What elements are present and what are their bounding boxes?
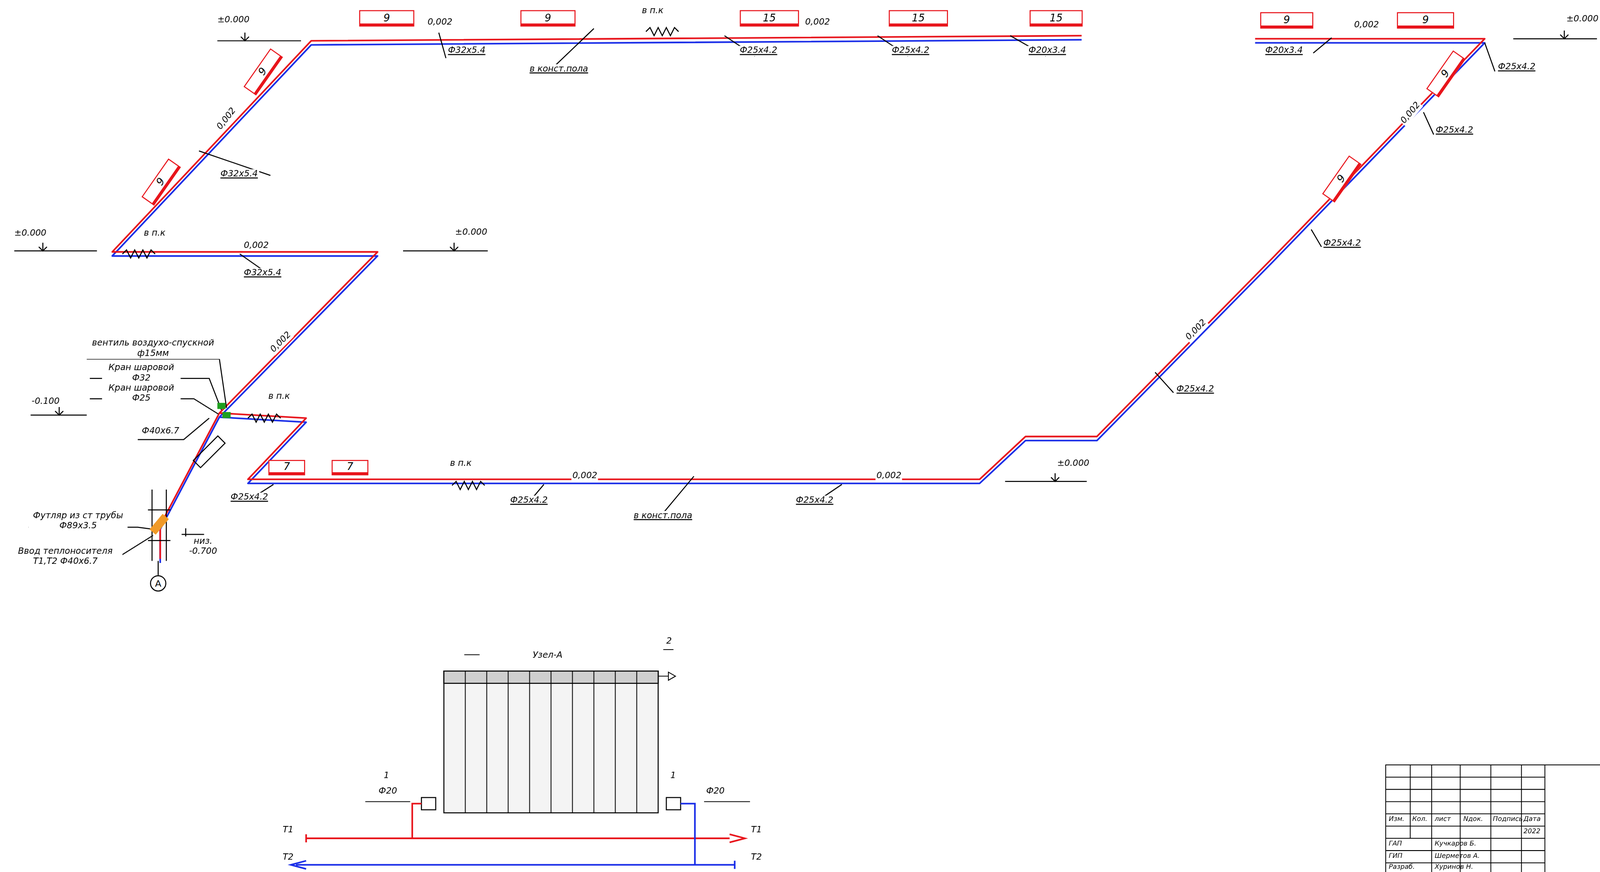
radiator-box: 9 (243, 47, 284, 96)
annotation-label: 0,002 (426, 17, 454, 28)
annotation-label: Ф20 (377, 786, 399, 797)
annotation-label: в конст.пола (632, 511, 694, 522)
callout-letter: A (155, 578, 162, 589)
annotation-label: 1 (669, 771, 678, 782)
annotation-label: Т1 (750, 825, 763, 836)
annotation-label: в п.к (449, 459, 473, 470)
title-block-cell: Дата (1522, 816, 1542, 824)
title-block-cell: ГИП (1387, 852, 1404, 861)
annotation-label: Ф25х4.2 (1434, 125, 1475, 136)
annotation-label: Кран шаровой Ф25 (102, 383, 181, 404)
radiator-box: 7 (268, 459, 306, 476)
section-count: 15 (911, 11, 925, 24)
title-block-cell: лист (1433, 816, 1452, 824)
annotation-label: Ф40х6.7 (140, 426, 181, 437)
title-block-cell: Изм. (1387, 816, 1406, 824)
section-count: 7 (283, 460, 290, 472)
annotation-label: Ф32х5.4 (219, 169, 259, 180)
radiator-box: 9 (1397, 12, 1455, 29)
title-block-cell: Шерметов А. (1433, 852, 1481, 861)
annotation-label: в п.к (267, 391, 291, 402)
title-block-cell: Кол. (1411, 816, 1429, 824)
radiator-box: 7 (331, 459, 369, 476)
annotation-label: 0,002 (214, 105, 239, 133)
annotation-label: Ф25х4.2 (1175, 384, 1216, 395)
annotation-label: 0,002 (243, 240, 270, 251)
radiator-box: 9 (359, 10, 415, 27)
annotation-label: Т2 (281, 852, 295, 863)
annotation-label: Ввод теплоносителя Т1,Т2 Ф40х6.7 (8, 546, 123, 567)
radiator-box: 9 (1322, 155, 1362, 203)
title-block-cell: Кучкаров Б. (1433, 840, 1478, 849)
section-count: 15 (762, 11, 776, 24)
title-block-cell: Nдок. (1462, 816, 1485, 824)
section-count: 15 (1049, 11, 1063, 24)
section-count: 9 (544, 11, 552, 24)
annotation-label: ±0.000 (454, 227, 489, 238)
section-count: 9 (383, 11, 390, 24)
annotation-label: Ф32х5.4 (446, 46, 487, 57)
annotation-label: 0,002 (571, 471, 599, 482)
annotation-label: Т1 (281, 825, 295, 836)
annotation-label: 0,002 (1398, 99, 1424, 127)
radiator-box: 15 (739, 10, 799, 27)
radiator-box: 9 (1260, 12, 1314, 29)
title-block-cell: 2022 (1522, 828, 1542, 837)
annotation-label: в п.к (640, 5, 665, 16)
section-count: 9 (1438, 67, 1452, 79)
annotation-label: Т2 (750, 852, 763, 863)
title-block-cell: Разраб. (1387, 864, 1417, 872)
annotation-label: Ф25х4.2 (794, 495, 835, 506)
annotation-label: в конст.пола (528, 64, 590, 75)
annotation-label: ±0.000 (1056, 459, 1091, 470)
annotation-label: 0,002 (875, 471, 903, 482)
annotation-label: -0.100 (30, 396, 61, 407)
section-count: 7 (346, 460, 353, 472)
section-count: 9 (154, 175, 167, 187)
title-block-cell: Подпись (1491, 816, 1524, 824)
title-block-cell: ГАП (1387, 840, 1404, 849)
section-count: 9 (255, 64, 269, 77)
annotation-label: Ф25х4.2 (1496, 62, 1537, 73)
annotation-label: низ. -0.700 (181, 536, 225, 557)
radiator-box: 15 (888, 10, 948, 27)
annotation-label: Ф32х5.4 (243, 268, 283, 279)
radiator-box: 15 (1029, 10, 1083, 27)
annotation-label: ±0.000 (13, 228, 48, 239)
title-block-cell: Хуринов Н. (1433, 864, 1475, 872)
annotation-label: Ф20 (704, 786, 726, 797)
annotation-label: Узел-А (531, 650, 564, 661)
callout-circle: A (150, 575, 167, 592)
annotation-label: Ф20х3.4 (1264, 46, 1305, 57)
annotation-label: 0,002 (1352, 20, 1380, 31)
annotation-label: Ф20х3.4 (1027, 46, 1068, 57)
annotation-label: ±0.000 (216, 15, 251, 26)
annotation-label: 0,002 (803, 17, 831, 28)
annotation-label: Ф25х4.2 (1322, 238, 1362, 249)
annotation-label: 2 (665, 636, 674, 647)
radiator-box: 9 (141, 157, 182, 206)
section-count: 9 (1422, 13, 1429, 26)
section-count: 9 (1334, 171, 1348, 184)
annotation-label: Футляр из ст трубы Ф89х3.5 (28, 511, 128, 532)
annotation-label: Ф25х4.2 (509, 495, 549, 506)
annotation-label: Ф25х4.2 (229, 492, 270, 503)
annotation-label: Ф25х4.2 (890, 46, 931, 57)
section-count: 9 (1283, 13, 1290, 26)
annotation-label: 1 (382, 771, 391, 782)
annotation-label: вентиль воздухо-спускной ф15мм (85, 338, 221, 359)
annotation-label: ±0.000 (1565, 14, 1600, 25)
annotation-label: в п.к (142, 228, 167, 239)
radiator-box: 9 (520, 10, 576, 27)
annotation-label: Кран шаровой Ф32 (102, 363, 181, 384)
radiator-box: 9 (1426, 49, 1466, 98)
annotation-label: Ф25х4.2 (738, 46, 779, 57)
